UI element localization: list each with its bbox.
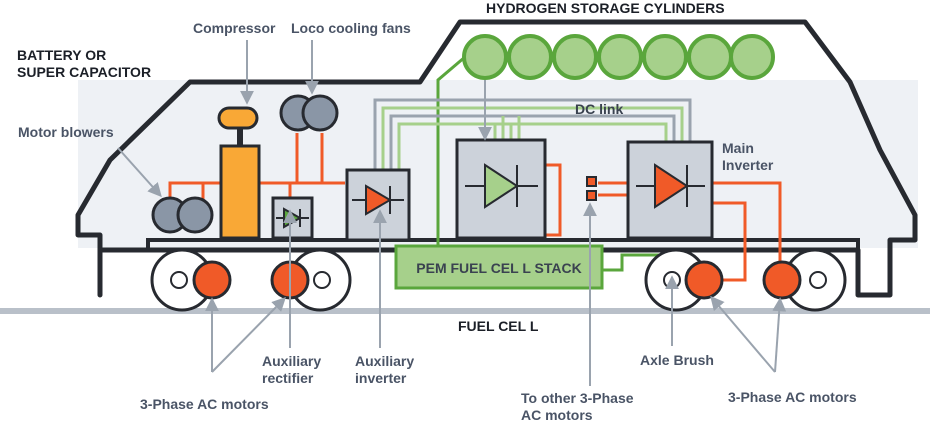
motor-blowers-arrow bbox=[117, 147, 162, 198]
hydrogen-cylinder bbox=[642, 34, 688, 80]
motors-left-label: 3-Phase AC motors bbox=[140, 396, 269, 412]
other-motors-label-line1: To other 3-Phase bbox=[521, 390, 634, 406]
dc-link-lines bbox=[373, 98, 692, 170]
callout-arrows bbox=[117, 40, 787, 386]
aux-rectifier-label-line1: Auxiliary bbox=[262, 353, 322, 369]
motors-right-arrow-2 bbox=[772, 297, 787, 373]
other-motors-connector bbox=[586, 176, 597, 201]
compressor-body bbox=[219, 144, 261, 240]
hydrogen-cylinder bbox=[687, 34, 733, 80]
hydrogen-cylinder bbox=[729, 34, 775, 80]
aux-inverter-label-line1: Auxiliary bbox=[355, 353, 415, 369]
hydrogen-cylinder bbox=[507, 34, 553, 80]
battery-label-line2: SUPER CAPACITOR bbox=[17, 64, 152, 80]
compressor-head bbox=[217, 106, 259, 130]
motor-blowers-label: Motor blowers bbox=[18, 124, 114, 140]
pem-fuel-cell-stack bbox=[394, 244, 604, 290]
hydrogen-storage-label: HYDROGEN STORAGE CYLINDERS bbox=[486, 0, 725, 16]
dc-link-label: DC link bbox=[575, 101, 623, 117]
motors-left-arrow-2 bbox=[211, 297, 286, 373]
hydrogen-cylinder bbox=[552, 34, 598, 80]
wheelset-right-front bbox=[644, 248, 724, 312]
compressor bbox=[217, 106, 261, 240]
rail-track bbox=[0, 308, 930, 314]
loco-cooling-fans bbox=[279, 94, 339, 132]
compressor-label: Compressor bbox=[193, 20, 276, 36]
underframe bbox=[146, 238, 860, 252]
axle-brush-label: Axle Brush bbox=[640, 352, 714, 368]
other-motors-label-line2: AC motors bbox=[521, 407, 593, 423]
auxiliary-rectifier bbox=[271, 196, 314, 240]
pem-stack-label: PEM FUEL CEL L STACK bbox=[416, 260, 581, 276]
wheelset-left-rear bbox=[270, 248, 352, 312]
ac-motor bbox=[192, 260, 232, 300]
wheelset-right-rear bbox=[762, 248, 847, 312]
motors-right-label: 3-Phase AC motors bbox=[728, 389, 857, 405]
ac-motor bbox=[684, 260, 724, 300]
aux-inverter-label-line2: inverter bbox=[355, 370, 407, 386]
dc-link-converter bbox=[455, 138, 547, 240]
motor-blowers bbox=[151, 196, 214, 234]
fuel-cell-label: FUEL CEL L bbox=[458, 318, 539, 334]
aux-rectifier-label-line2: rectifier bbox=[262, 370, 314, 386]
hydrogen-supply-line bbox=[436, 55, 466, 250]
motors-right-arrow-1 bbox=[710, 295, 776, 373]
auxiliary-inverter bbox=[345, 168, 411, 242]
hydrogen-cylinder bbox=[597, 34, 643, 80]
battery-label-line1: BATTERY OR bbox=[17, 47, 107, 63]
main-inverter bbox=[626, 140, 714, 240]
hydrogen-cylinders bbox=[462, 34, 775, 80]
ac-motor bbox=[762, 260, 802, 300]
wheelset-left-front bbox=[150, 248, 232, 312]
hydrogen-cylinder bbox=[462, 34, 508, 80]
main-inverter-label-line2: Inverter bbox=[722, 157, 774, 173]
main-inverter-label-line1: Main bbox=[722, 140, 754, 156]
loco-fans-label: Loco cooling fans bbox=[291, 20, 411, 36]
locomotive-body-outline bbox=[75, 19, 918, 298]
